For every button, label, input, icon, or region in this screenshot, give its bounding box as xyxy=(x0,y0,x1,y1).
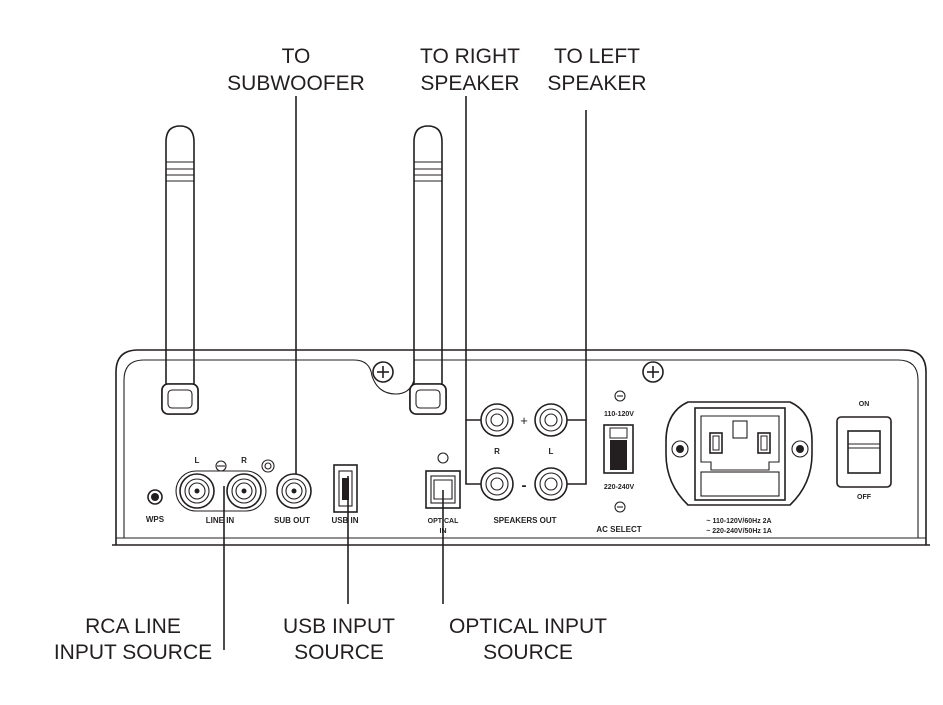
usb-port[interactable] xyxy=(333,464,358,513)
callout-left-speaker-line1: TO LEFT xyxy=(554,45,640,68)
leader-right-speaker-positive xyxy=(465,96,481,421)
speaker-l-label: L xyxy=(549,447,554,456)
screw-right xyxy=(642,361,664,383)
leader-left-speaker-negative xyxy=(567,420,587,485)
rear-panel xyxy=(112,349,930,546)
line-in-label: LINE IN xyxy=(206,516,235,525)
ground-screw xyxy=(215,460,227,472)
rca-jack-left[interactable] xyxy=(179,473,215,509)
ac-220-label: 220-240V xyxy=(604,484,635,491)
callout-subwoofer-line2: SUBWOOFER xyxy=(227,72,365,95)
power-off-label: OFF xyxy=(857,494,872,501)
ac-select-indicator-bottom xyxy=(614,501,626,513)
antenna-left-base xyxy=(161,383,199,415)
screw-left xyxy=(372,361,394,383)
antenna-right-base xyxy=(409,383,447,415)
sub-out-label: SUB OUT xyxy=(274,516,310,525)
callout-subwoofer-line1: TO xyxy=(282,45,311,68)
usb-in-label: USB IN xyxy=(331,516,358,525)
callout-rca-line-line1: RCA LINE xyxy=(85,615,181,638)
power-rating-line1: ~ 110-120V/60Hz 2A xyxy=(706,518,771,525)
speakers-out-label: SPEAKERS OUT xyxy=(493,516,556,525)
speaker-terminal-left-positive[interactable] xyxy=(534,403,568,437)
callout-optical-input-line1: OPTICAL INPUT xyxy=(449,615,607,638)
ac-select-switch[interactable] xyxy=(603,424,634,474)
antenna-right-base-inner xyxy=(415,389,441,409)
optical-indicator xyxy=(437,452,449,464)
leader-right-speaker-negative xyxy=(465,420,481,485)
power-on-label: ON xyxy=(859,401,870,408)
rca-jack-right[interactable] xyxy=(226,473,262,509)
callout-usb-input-line1: USB INPUT xyxy=(283,615,395,638)
sub-out-indicator xyxy=(261,459,275,473)
power-rating-line2: ~ 220-240V/50Hz 1A xyxy=(706,528,772,535)
speaker-r-label: R xyxy=(494,447,500,456)
antenna-left xyxy=(161,125,199,415)
speaker-minus-label: - xyxy=(522,477,527,494)
line-in-frame xyxy=(175,470,267,512)
callout-rca-line-line2: INPUT SOURCE xyxy=(54,641,212,664)
ac-select-label: AC SELECT xyxy=(596,525,641,534)
callout-right-speaker-line1: TO RIGHT xyxy=(420,45,520,68)
power-switch[interactable] xyxy=(836,416,892,488)
callout-left-speaker-line2: SPEAKER xyxy=(547,72,646,95)
line-in-r-label: R xyxy=(241,456,247,465)
callout-right-speaker-line2: SPEAKER xyxy=(420,72,519,95)
wps-button[interactable] xyxy=(147,489,163,505)
sub-out-jack[interactable] xyxy=(276,473,312,509)
sub-out-indicator-inner xyxy=(264,462,272,470)
wps-label: WPS xyxy=(146,515,165,524)
ac-110-label: 110-120V xyxy=(604,411,634,418)
ac-select-indicator-top xyxy=(614,390,626,402)
antenna-left-base-inner xyxy=(167,389,193,409)
leader-left-speaker-positive xyxy=(567,110,587,421)
speaker-plus-label: + xyxy=(520,413,528,428)
speaker-terminal-left-negative[interactable] xyxy=(534,467,568,501)
antenna-right xyxy=(409,125,447,415)
speaker-terminal-right-positive[interactable] xyxy=(480,403,514,437)
power-inlet[interactable] xyxy=(665,401,813,506)
callout-optical-input-line2: SOURCE xyxy=(483,641,573,664)
speaker-terminal-right-negative[interactable] xyxy=(480,467,514,501)
callout-usb-input-line2: SOURCE xyxy=(294,641,384,664)
line-in-l-label: L xyxy=(195,456,200,465)
